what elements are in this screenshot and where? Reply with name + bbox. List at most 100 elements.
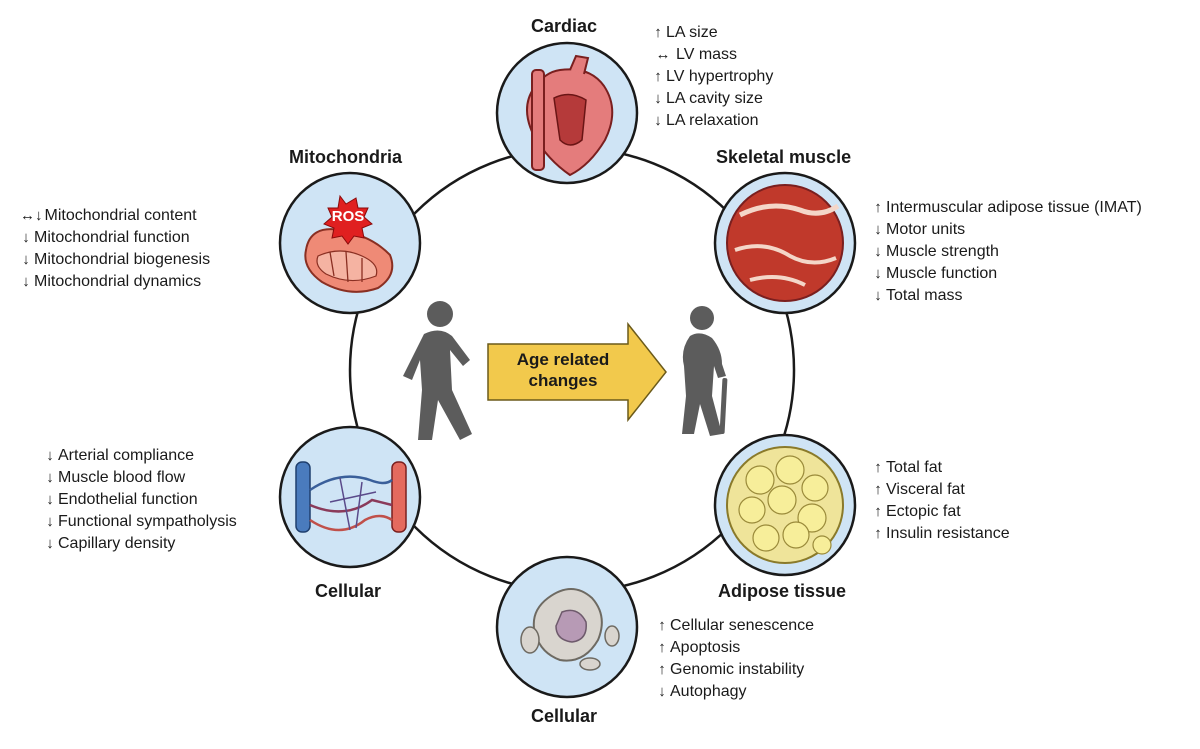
arrow-down-icon: ↓ bbox=[46, 447, 54, 464]
cardiac-title: Cardiac bbox=[531, 16, 598, 36]
list-item: ↓Muscle strength bbox=[872, 241, 1142, 263]
cellular-bottom-title: Cellular bbox=[531, 706, 598, 726]
ros-label: ROS bbox=[331, 208, 365, 225]
list-item: ↔↓Mitochondrial content bbox=[20, 205, 210, 227]
center-label-line2: changes bbox=[528, 371, 598, 390]
list-item: ↓Mitochondrial biogenesis bbox=[20, 249, 210, 271]
list-item-text: Functional sympatholysis bbox=[58, 513, 237, 530]
list-item: ↓Capillary density bbox=[44, 533, 237, 555]
arrow-up-icon: ↑ bbox=[658, 661, 666, 678]
arrow-up-icon: ↑ bbox=[654, 68, 662, 85]
arrow-up-icon: ↑ bbox=[874, 459, 882, 476]
arrow-up-icon: ↑ bbox=[654, 24, 662, 41]
list-item: ↓Mitochondrial function bbox=[20, 227, 210, 249]
list-item: ↓Autophagy bbox=[656, 681, 814, 703]
adipose-tissue-title: Adipose tissue bbox=[718, 581, 847, 601]
skeletal-muscle-list: ↑Intermuscular adipose tissue (IMAT)↓Mot… bbox=[872, 197, 1142, 307]
arrow-down-icon: ↓ bbox=[654, 90, 662, 107]
list-item-text: Ectopic fat bbox=[886, 503, 961, 520]
list-item-text: Mitochondrial content bbox=[44, 207, 197, 224]
list-item-text: Capillary density bbox=[58, 535, 176, 552]
list-item-text: Total mass bbox=[886, 287, 963, 304]
arrow-down-icon: ↓ bbox=[874, 221, 882, 238]
age-arrow bbox=[487, 321, 667, 423]
young-person-icon bbox=[403, 301, 472, 440]
list-item-text: Muscle function bbox=[886, 265, 998, 282]
cellular-left-node bbox=[278, 425, 422, 569]
skeletal-muscle-node bbox=[713, 171, 857, 315]
cardiac-list: ↑LA size↔LV mass↑LV hypertrophy↓LA cavit… bbox=[652, 22, 773, 132]
list-item: ↑Apoptosis bbox=[656, 637, 814, 659]
list-item-text: Motor units bbox=[886, 221, 966, 238]
list-item: ↑Cellular senescence bbox=[656, 615, 814, 637]
cellular-left-list: ↓Arterial compliance↓Muscle blood flow↓E… bbox=[44, 445, 237, 555]
arrow-down-icon: ↓ bbox=[874, 243, 882, 260]
list-item: ↓Muscle blood flow bbox=[44, 467, 237, 489]
elderly-person-icon bbox=[682, 306, 728, 436]
arrow-down-icon: ↓ bbox=[22, 273, 30, 290]
list-item-text: Autophagy bbox=[670, 683, 747, 700]
list-item-text: Mitochondrial dynamics bbox=[34, 273, 202, 290]
list-item-text: Muscle blood flow bbox=[58, 469, 186, 486]
list-item: ↓Total mass bbox=[872, 285, 1142, 307]
mitochondria-node bbox=[278, 171, 422, 315]
cellular-bottom-node bbox=[495, 555, 639, 699]
list-item: ↑Genomic instability bbox=[656, 659, 814, 681]
list-item-text: Genomic instability bbox=[670, 661, 805, 678]
list-item-text: Mitochondrial biogenesis bbox=[34, 251, 211, 268]
blood-vessels-icon bbox=[295, 461, 407, 533]
list-item-text: LV hypertrophy bbox=[666, 68, 774, 85]
cellular-bottom-list: ↑Cellular senescence↑Apoptosis↑Genomic i… bbox=[656, 615, 814, 703]
arrow-down-icon: ↓ bbox=[22, 229, 30, 246]
list-item: ↑Ectopic fat bbox=[872, 501, 1010, 523]
list-item: ↓LA cavity size bbox=[652, 88, 773, 110]
age-related-changes-label: Age related changes bbox=[488, 349, 638, 391]
arrow-up-icon: ↑ bbox=[658, 617, 666, 634]
arrow-up-icon: ↑ bbox=[874, 199, 882, 216]
cell-icon bbox=[520, 588, 620, 671]
list-item-text: LV mass bbox=[676, 46, 738, 63]
arrow-up-icon: ↑ bbox=[874, 503, 882, 520]
list-item-text: LA size bbox=[666, 24, 718, 41]
cellular-left-title: Cellular bbox=[315, 581, 382, 601]
adipose-tissue-list: ↑Total fat↑Visceral fat↑Ectopic fat↑Insu… bbox=[872, 457, 1010, 545]
arrow-down-icon: ↓ bbox=[46, 535, 54, 552]
arrow-down-icon: ↓ bbox=[658, 683, 666, 700]
muscle-tissue-icon bbox=[726, 184, 844, 302]
list-item: ↓Muscle function bbox=[872, 263, 1142, 285]
mitochondria-list: ↔↓Mitochondrial content↓Mitochondrial fu… bbox=[20, 205, 210, 293]
arrow-down-icon: ↓ bbox=[22, 251, 30, 268]
arrow-down-icon: ↓ bbox=[874, 287, 882, 304]
list-item: ↓Functional sympatholysis bbox=[44, 511, 237, 533]
list-item-text: Mitochondrial function bbox=[34, 229, 190, 246]
list-item: ↑Visceral fat bbox=[872, 479, 1010, 501]
list-item: ↑Intermuscular adipose tissue (IMAT) bbox=[872, 197, 1142, 219]
list-item-text: Apoptosis bbox=[670, 639, 741, 656]
list-item-text: Total fat bbox=[886, 459, 943, 476]
arrow-down-icon: ↓ bbox=[46, 491, 54, 508]
arrow-both-icon: ↔↓ bbox=[20, 207, 43, 224]
list-item-text: Intermuscular adipose tissue (IMAT) bbox=[886, 199, 1142, 216]
arrow-up-icon: ↑ bbox=[874, 525, 882, 542]
list-item-text: Arterial compliance bbox=[58, 447, 195, 464]
arrow-up-icon: ↑ bbox=[874, 481, 882, 498]
arrow-down-icon: ↓ bbox=[654, 112, 662, 129]
list-item: ↓Motor units bbox=[872, 219, 1142, 241]
list-item-text: LA cavity size bbox=[666, 90, 763, 107]
list-item: ↓Mitochondrial dynamics bbox=[20, 271, 210, 293]
cardiac-node bbox=[495, 41, 639, 185]
skeletal-muscle-title: Skeletal muscle bbox=[716, 147, 852, 167]
list-item-text: Insulin resistance bbox=[886, 525, 1010, 542]
ros-burst-icon bbox=[323, 194, 373, 245]
heart-icon bbox=[526, 54, 614, 177]
list-item: ↓Endothelial function bbox=[44, 489, 237, 511]
adipose-tissue-node bbox=[713, 433, 857, 577]
list-item-text: Cellular senescence bbox=[670, 617, 815, 634]
list-item: ↓Arterial compliance bbox=[44, 445, 237, 467]
center-label-line1: Age related bbox=[516, 350, 610, 369]
list-item: ↑LV hypertrophy bbox=[652, 66, 773, 88]
list-item-text: Visceral fat bbox=[886, 481, 965, 498]
arrow-both-icon: ↔ bbox=[655, 46, 671, 63]
